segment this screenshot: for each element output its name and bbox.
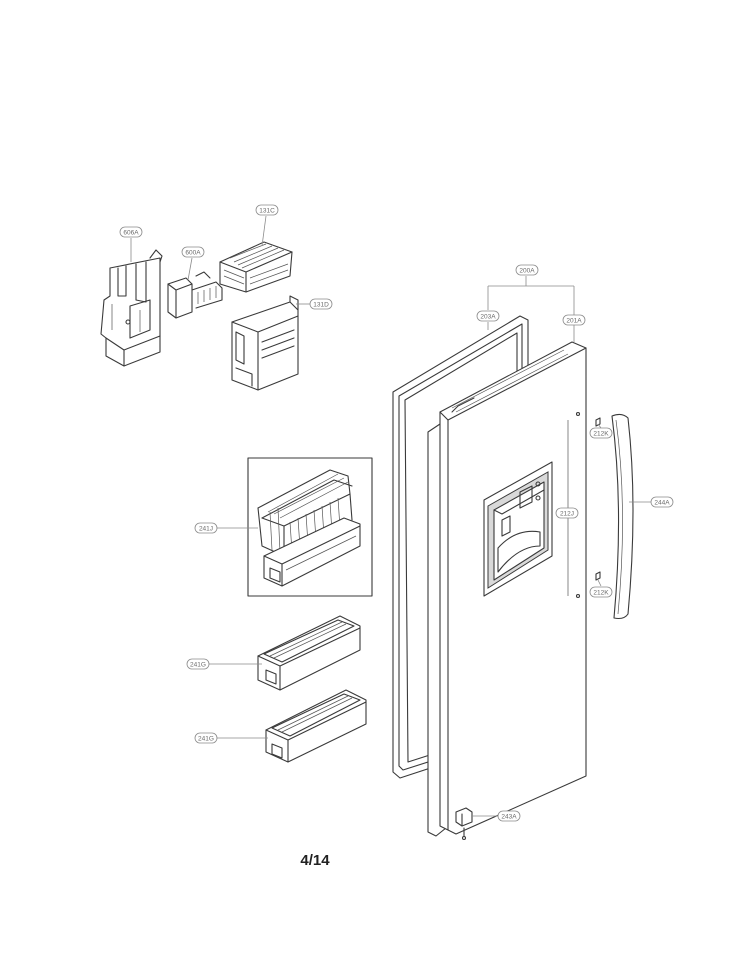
- screw-212K-top: [595, 417, 601, 427]
- dispenser-housing-606A: [100, 249, 163, 367]
- door-bin-241G-upper: [257, 615, 361, 691]
- svg-text:241J: 241J: [199, 526, 213, 533]
- leader-lines: [130, 215, 652, 817]
- callout-203A: 203A: [476, 310, 500, 322]
- svg-text:243A: 243A: [501, 814, 517, 821]
- svg-text:244A: 244A: [654, 500, 670, 507]
- svg-text:131D: 131D: [313, 302, 329, 309]
- callout-243A: 243A: [497, 810, 521, 822]
- svg-text:131C: 131C: [259, 208, 275, 215]
- screw-212K-bottom: [595, 571, 601, 581]
- callout-241G-bottom: 241G: [194, 732, 218, 744]
- callout-600A: 600A: [181, 246, 205, 258]
- callout-201A: 201A: [562, 314, 586, 326]
- callout-131D: 131D: [309, 298, 333, 310]
- page-number: 4/14: [300, 852, 330, 869]
- ice-bin-cover-131C: [219, 241, 293, 293]
- door-handle-244A: [611, 413, 634, 620]
- svg-text:600A: 600A: [185, 250, 201, 257]
- svg-text:212J: 212J: [560, 511, 574, 518]
- svg-text:201A: 201A: [566, 318, 582, 325]
- basket-frame-box: [247, 457, 373, 597]
- door-bin-241G-lower: [265, 689, 367, 763]
- svg-text:203A: 203A: [480, 314, 496, 321]
- callout-241J: 241J: [194, 522, 218, 534]
- svg-text:241G: 241G: [190, 662, 206, 669]
- lower-hinge-243A: [455, 807, 473, 841]
- callout-606A: 606A: [119, 226, 143, 238]
- callout-212K-bottom: 212K: [589, 586, 613, 598]
- svg-text:212K: 212K: [593, 431, 609, 438]
- svg-text:606A: 606A: [123, 230, 139, 237]
- svg-text:200A: 200A: [519, 268, 535, 275]
- callout-212K-top: 212K: [589, 427, 613, 439]
- callout-200A: 200A: [515, 264, 539, 276]
- callout-241G-top: 241G: [186, 658, 210, 670]
- callout-212J: 212J: [555, 507, 579, 519]
- door-basket-241J: [257, 469, 361, 587]
- svg-text:241G: 241G: [198, 736, 214, 743]
- callout-244A: 244A: [650, 496, 674, 508]
- ice-bucket-motor-600A: [167, 271, 223, 319]
- svg-text:212K: 212K: [593, 590, 609, 597]
- callout-131C: 131C: [255, 204, 279, 216]
- ice-bin-131D: [231, 295, 299, 391]
- door-assembly-201A: [427, 341, 587, 837]
